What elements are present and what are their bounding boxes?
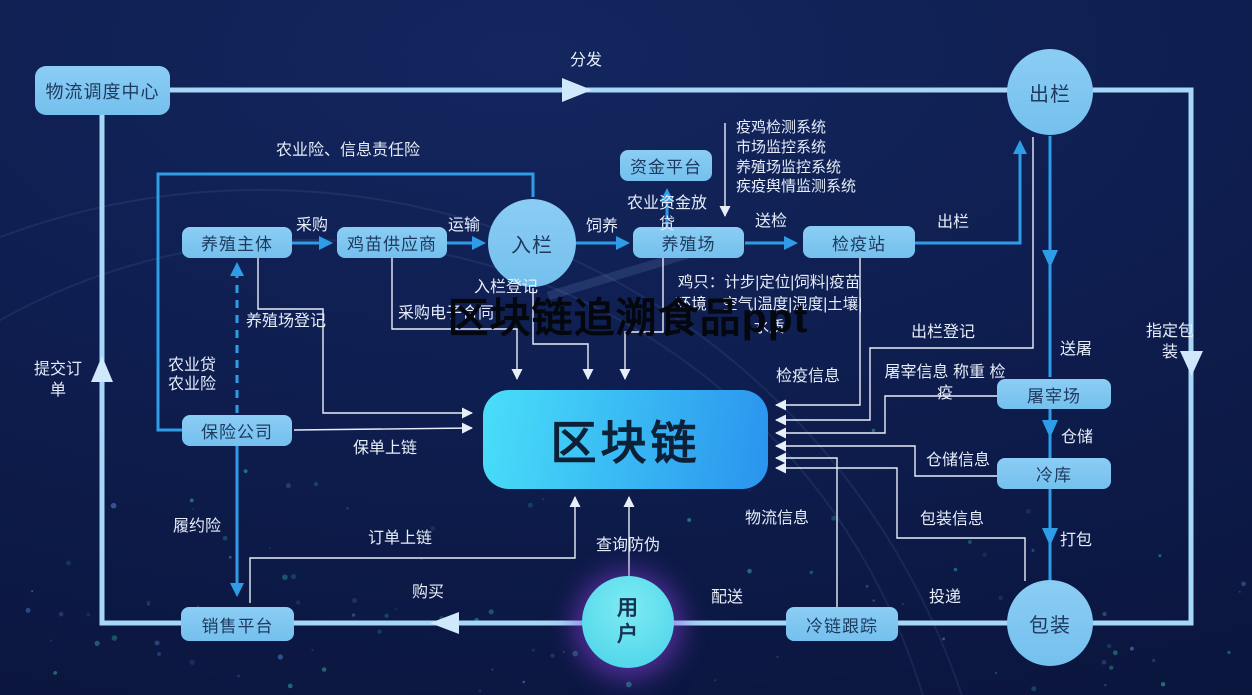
node-pen-exit: 出栏 (1007, 49, 1093, 135)
node-sales-platform: 销售平台 (181, 607, 294, 641)
edge-label-purchase: 采购 (296, 217, 329, 234)
node-packaging: 包装 (1007, 580, 1093, 666)
edge-label-send-to-slaughter: 送屠 (1060, 341, 1093, 358)
node-logistics-center: 物流调度中心 (35, 66, 170, 115)
page-title: 区块链追溯食品ppt (447, 295, 809, 341)
edge-label-agri-info-liability-insurance: 农业险、信息责任险 (276, 142, 421, 159)
edge-label-dispatch: 投递 (929, 589, 962, 606)
edge-label-transport: 运输 (448, 217, 481, 234)
edge-label-buy: 购买 (412, 584, 445, 601)
monitor-system-item: 疫鸡检测系统 (736, 119, 827, 136)
monitor-system-item: 市场监控系统 (736, 138, 827, 156)
edge-label-order-on-chain: 订单上链 (368, 530, 433, 547)
telemetry-line: 环境：空气|温度|湿度|土壤| (675, 296, 863, 314)
edge-label-slaughter-info: 屠宰信息 称重 检疫 (884, 364, 1006, 402)
edge-label-performance-insurance: 履约险 (173, 518, 222, 535)
edge-label-package-info: 包装信息 (920, 511, 985, 528)
edge-label-purchase-e-contract: 采购电子合同 (398, 305, 495, 322)
telemetry-line: 鸡只：计步|定位|饲料|疫苗 (677, 274, 861, 291)
edge-label-quarantine-info: 检疫信息 (776, 368, 841, 385)
backdrop-arcs (0, 189, 963, 695)
node-cold-storage: 冷库 (997, 458, 1111, 489)
monitor-systems-list: 疫鸡检测系统 市场监控系统 养殖场监控系统 疾疫舆情监测系统 (736, 118, 856, 197)
edge-label-send-to-inspection: 送检 (755, 213, 788, 230)
light-streak (546, 249, 690, 301)
edge-label-pen-exit-register: 出栏登记 (911, 324, 976, 341)
monitor-system-item: 疾疫舆情监测系统 (736, 178, 857, 196)
edge-label-feed: 饲养 (586, 218, 619, 235)
edge-label-distribute: 分发 (570, 52, 603, 69)
edge-label-designated-packaging: 指定包装 (1145, 323, 1194, 361)
edge-label-agri-loan: 农业贷 (168, 357, 217, 374)
telemetry-line: 水质 (753, 318, 785, 336)
telemetry-list: 鸡只：计步|定位|饲料|疫苗 环境：空气|温度|湿度|土壤| 水质 (656, 272, 882, 339)
main-loop-arrowheads (91, 78, 1203, 634)
edge-label-agri-fund-loan: 农业资金放贷 (626, 195, 707, 233)
info-lines (249, 123, 1034, 608)
edge-label-warehouse-info: 仓储信息 (926, 452, 991, 469)
edge-label-warehousing: 仓储 (1061, 429, 1094, 446)
edge-label-policy-on-chain: 保单上链 (353, 440, 418, 457)
node-user: 用户 (582, 576, 674, 668)
monitor-system-item: 养殖场监控系统 (736, 158, 842, 176)
node-cold-chain-tracking: 冷链跟踪 (786, 607, 898, 641)
node-slaughterhouse: 屠宰场 (997, 379, 1111, 409)
edge-label-agri-insurance: 农业险 (168, 376, 217, 393)
edge-label-pen-exit: 出栏 (937, 214, 970, 231)
node-chick-supplier: 鸡苗供应商 (337, 227, 447, 258)
node-breeding-entity: 养殖主体 (182, 227, 292, 258)
node-blockchain: 区块链 (483, 390, 768, 489)
edge-label-pack: 打包 (1060, 532, 1093, 549)
node-insurance-company: 保险公司 (182, 415, 292, 446)
node-pen-entry: 入栏 (488, 199, 576, 287)
edge-label-query-anti-counterfeit: 查询防伪 (596, 537, 661, 554)
action-arrowheads (1042, 250, 1058, 546)
node-quarantine-station: 检疫站 (803, 226, 915, 258)
edge-label-delivery: 配送 (711, 589, 744, 606)
node-fund-platform: 资金平台 (620, 150, 712, 181)
edge-label-submit-order: 提交订单 (33, 361, 82, 399)
node-farm: 养殖场 (633, 227, 744, 258)
edge-label-logistics-info: 物流信息 (745, 510, 810, 527)
edge-label-pen-entry-register: 入栏登记 (474, 279, 539, 296)
edge-label-farm-register: 养殖场登记 (246, 313, 327, 330)
